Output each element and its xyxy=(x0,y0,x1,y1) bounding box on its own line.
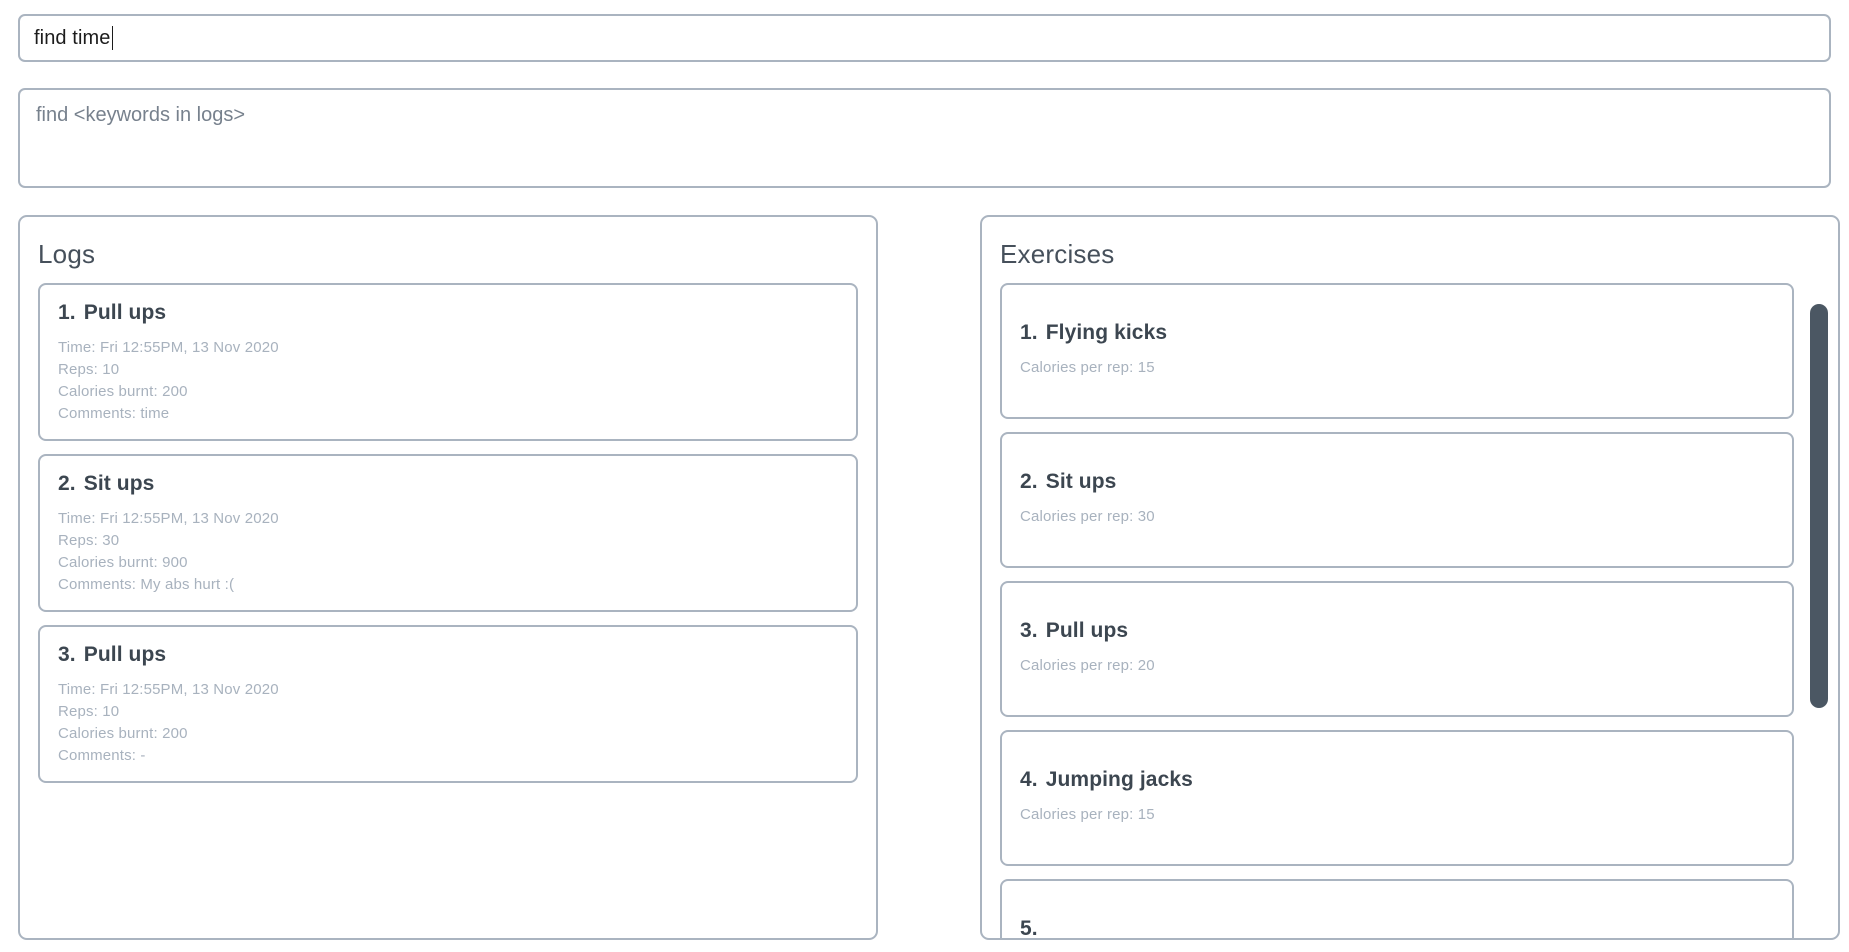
log-card-index: 3. xyxy=(58,643,76,666)
log-card-name: Sit ups xyxy=(83,472,155,495)
log-card-heading: 3. Pull ups xyxy=(58,643,838,667)
log-card-name: Pull ups xyxy=(83,643,167,666)
exercise-card-heading: 4. Jumping jacks xyxy=(1020,768,1774,792)
exercise-card-index: 2. xyxy=(1020,470,1038,493)
exercise-card-calories: Calories per rep: 15 xyxy=(1020,806,1155,823)
command-output-box[interactable]: find <keywords in logs> xyxy=(18,88,1831,188)
exercise-card[interactable]: 4. Jumping jacks Calories per rep: 15 xyxy=(1000,730,1794,866)
exercise-card-name: Sit ups xyxy=(1045,470,1117,493)
log-card-time: Time: Fri 12:55PM, 13 Nov 2020 xyxy=(58,510,279,527)
log-card-calories: Calories burnt: 900 xyxy=(58,554,188,571)
exercise-card-partial[interactable]: 5. xyxy=(1000,879,1794,938)
exercise-card-heading: 1. Flying kicks xyxy=(1020,321,1774,345)
exercise-card-heading: 2. Sit ups xyxy=(1020,470,1774,494)
logs-panel-title: Logs xyxy=(38,239,96,269)
exercises-panel: Exercises 1. Flying kicks Calories per re… xyxy=(980,215,1840,940)
exercises-panel-title: Exercises xyxy=(1000,239,1115,269)
exercise-card-index: 4. xyxy=(1020,768,1038,791)
logs-panel: Logs 1. Pull ups Time: Fri 12:55PM, 13 No… xyxy=(18,215,878,940)
exercise-card[interactable]: 2. Sit ups Calories per rep: 30 xyxy=(1000,432,1794,568)
log-card[interactable]: 3. Pull ups Time: Fri 12:55PM, 13 Nov 202… xyxy=(38,625,858,783)
log-card-reps: Reps: 30 xyxy=(58,532,120,549)
log-card[interactable]: 1. Pull ups Time: Fri 12:55PM, 13 Nov 202… xyxy=(38,283,858,441)
log-card-calories: Calories burnt: 200 xyxy=(58,383,188,400)
exercises-scrollbar-thumb[interactable] xyxy=(1810,304,1828,708)
log-card-calories: Calories burnt: 200 xyxy=(58,725,188,742)
exercise-card-index: 5. xyxy=(1020,917,1038,938)
exercises-list[interactable]: 1. Flying kicks Calories per rep: 15 2. Si… xyxy=(982,283,1838,938)
log-card-heading: 1. Pull ups xyxy=(58,301,838,325)
exercise-card-name: Flying kicks xyxy=(1045,321,1168,344)
exercise-card-name: Pull ups xyxy=(1045,619,1129,642)
log-card-time: Time: Fri 12:55PM, 13 Nov 2020 xyxy=(58,339,279,356)
exercise-card-calories: Calories per rep: 30 xyxy=(1020,508,1155,525)
command-input-value: find time xyxy=(34,26,111,49)
log-card-comments: Comments: My abs hurt :( xyxy=(58,576,235,593)
log-card-index: 2. xyxy=(58,472,76,495)
command-output-text: find <keywords in logs> xyxy=(36,104,246,126)
command-input[interactable]: find time xyxy=(18,14,1831,62)
exercise-card[interactable]: 1. Flying kicks Calories per rep: 15 xyxy=(1000,283,1794,419)
exercise-card-heading: 5. xyxy=(1020,917,1774,938)
exercise-card-index: 3. xyxy=(1020,619,1038,642)
logs-list[interactable]: 1. Pull ups Time: Fri 12:55PM, 13 Nov 202… xyxy=(20,283,876,938)
log-card-name: Pull ups xyxy=(83,301,167,324)
log-card-index: 1. xyxy=(58,301,76,324)
exercise-card[interactable]: 3. Pull ups Calories per rep: 20 xyxy=(1000,581,1794,717)
log-card-reps: Reps: 10 xyxy=(58,703,120,720)
log-card[interactable]: 2. Sit ups Time: Fri 12:55PM, 13 Nov 2020… xyxy=(38,454,858,612)
log-card-heading: 2. Sit ups xyxy=(58,472,838,496)
exercise-card-calories: Calories per rep: 15 xyxy=(1020,359,1155,376)
exercise-card-heading: 3. Pull ups xyxy=(1020,619,1774,643)
log-card-reps: Reps: 10 xyxy=(58,361,120,378)
exercise-card-calories: Calories per rep: 20 xyxy=(1020,657,1155,674)
exercise-card-name: Jumping jacks xyxy=(1045,768,1193,791)
text-caret xyxy=(111,26,113,50)
log-card-comments: Comments: time xyxy=(58,405,170,422)
log-card-comments: Comments: - xyxy=(58,747,146,764)
exercise-card-index: 1. xyxy=(1020,321,1038,344)
exercises-scrollbar[interactable] xyxy=(1810,283,1828,930)
log-card-time: Time: Fri 12:55PM, 13 Nov 2020 xyxy=(58,681,279,698)
